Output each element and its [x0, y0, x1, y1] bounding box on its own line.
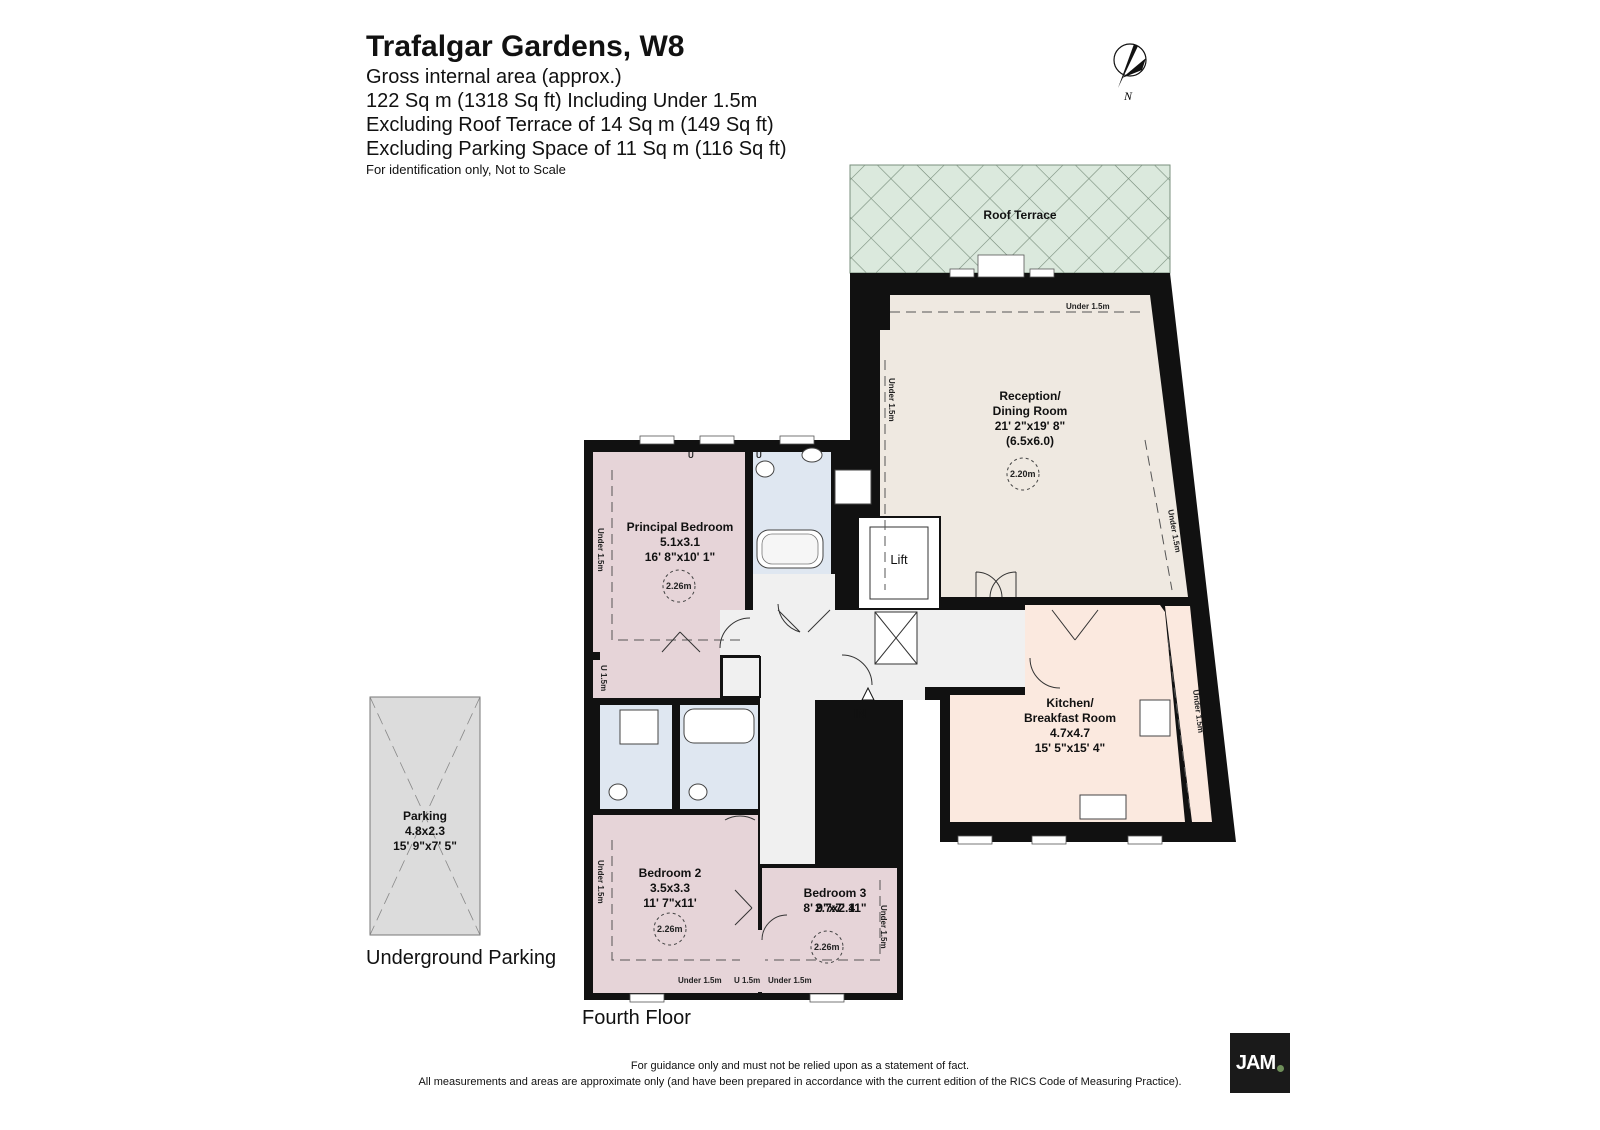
jam-logo: JAM: [1230, 1033, 1290, 1093]
roof-terrace-label: Roof Terrace: [983, 208, 1057, 222]
under-label: Under 1.5m: [596, 528, 605, 572]
entrance-arrow-icon: [861, 686, 875, 701]
under-label: Under 1.5m: [887, 378, 896, 422]
bedroom-2-label: Bedroom 2 3.5x3.3 11' 7"x11': [638, 866, 702, 910]
under-label: Under 1.5m: [1066, 302, 1110, 311]
under-label: Under 1.5m: [678, 976, 722, 985]
u15-label: U 1.5m: [599, 665, 608, 691]
bedroom-3-label: Bedroom 3 8' 9"x7' 11": [803, 886, 867, 915]
compass-label: N: [1123, 89, 1133, 103]
principal-bedroom-label: Principal Bedroom 5.1x3.1 16' 8"x10' 1": [626, 520, 734, 564]
height-value: 2.26m: [814, 942, 840, 952]
scale-note: For identification only, Not to Scale: [366, 162, 566, 177]
fourth-floor-caption: Fourth Floor: [582, 1007, 691, 1029]
height-markers: [653, 457, 1040, 964]
area-caption: Gross internal area (approx.): [366, 66, 622, 88]
parking-label: Parking 4.8x2.3 15' 9"x7' 5": [393, 809, 457, 853]
page-title: Trafalgar Gardens, W8: [366, 30, 685, 63]
hallway: [720, 574, 1025, 864]
kitchen: [950, 605, 1185, 822]
under-label: Under 1.5m: [768, 976, 812, 985]
underground-parking-caption: Underground Parking: [366, 947, 557, 969]
entrance-label: IN: [853, 706, 867, 721]
height-value: 2.20m: [1010, 469, 1036, 479]
height-value: 2.26m: [657, 924, 683, 934]
door-swings: [661, 571, 1099, 941]
height-lines: [611, 311, 1191, 961]
reception-label: Reception/ Dining Room 21' 2"x19' 8" (6.…: [992, 389, 1068, 448]
under-label: Under 1.5m: [596, 860, 605, 904]
compass-icon: N: [1113, 43, 1147, 103]
principal-bedroom: [593, 452, 745, 652]
height-value: 2.26m: [666, 581, 692, 591]
u-label: U: [688, 451, 694, 460]
kitchen-label: Kitchen/ Breakfast Room 4.7x4.7 15' 5"x1…: [1023, 696, 1117, 755]
area-including: 122 Sq m (1318 Sq ft) Including Under 1.…: [366, 90, 758, 112]
area-excluding-parking: Excluding Parking Space of 11 Sq m (116 …: [366, 138, 787, 160]
u-label: U: [756, 451, 762, 460]
bedroom-3-dims-m: 2.7x2.4: [814, 901, 856, 915]
footer-measurements: All measurements and areas are approxima…: [418, 1076, 1182, 1088]
under-label: Under 1.5m: [879, 905, 888, 949]
windows: [629, 254, 1163, 1003]
footer-disclaimer: For guidance only and must not be relied…: [630, 1060, 970, 1072]
u15-label: U 1.5m: [734, 976, 760, 985]
reception-room: [880, 295, 1188, 597]
bedroom-2: [593, 815, 758, 993]
area-excluding-terrace: Excluding Roof Terrace of 14 Sq m (149 S…: [366, 114, 774, 136]
bedroom-3: [762, 868, 897, 993]
lift-label: Lift: [890, 552, 908, 567]
